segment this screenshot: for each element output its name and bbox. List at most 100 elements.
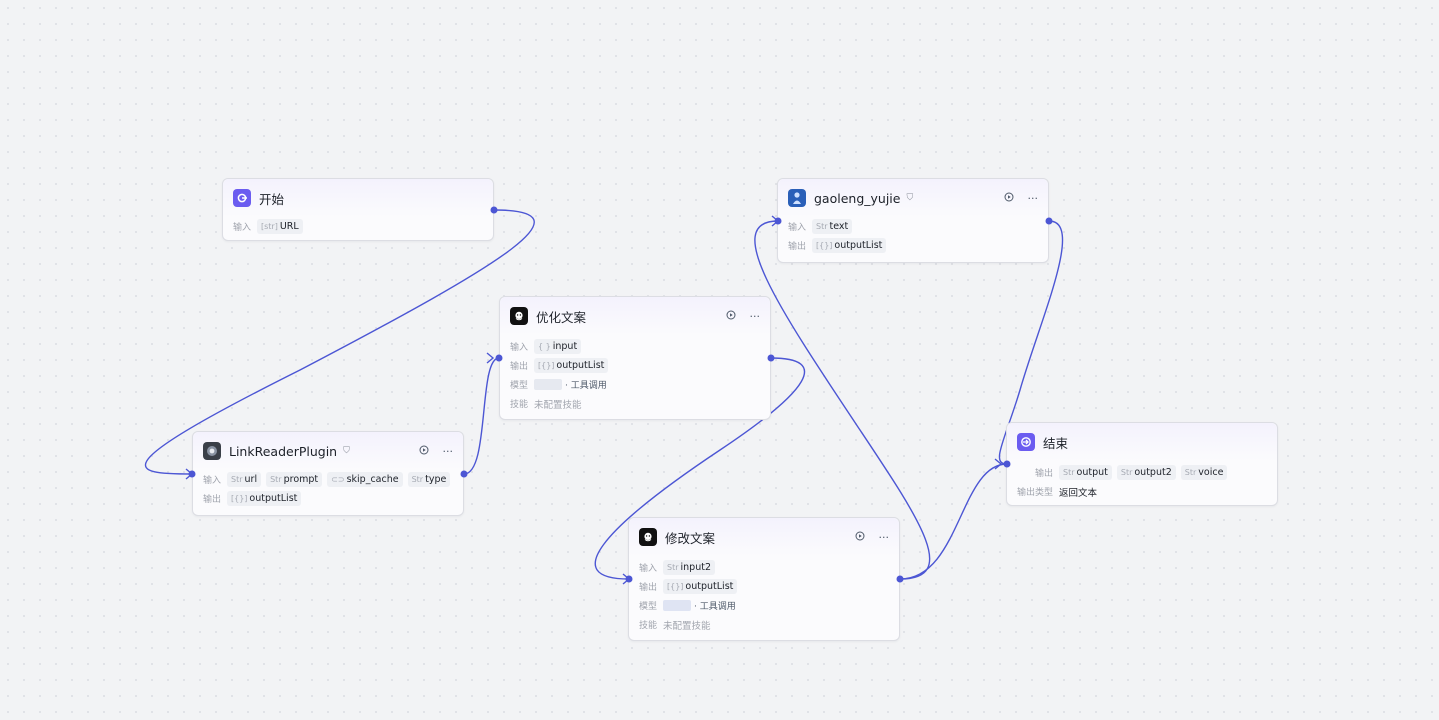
outputs-label: 输出 [1035,469,1054,479]
node-end-header[interactable]: 结束 [1007,423,1277,461]
outputs-label: 输出 [788,242,807,252]
node-gaoleng-title: gaoleng_yujie [814,190,901,206]
param-name: URL [279,221,299,232]
port-start-out[interactable] [490,206,498,214]
link-reader-plugin-icon [203,442,221,460]
node-end-title: 结束 [1043,435,1069,451]
more-icon[interactable]: ··· [749,309,761,323]
port-end-in[interactable] [1003,460,1011,468]
output-tag-outputlist: [{}]outputList [663,579,738,594]
type-label: [str] [261,222,278,231]
skills-value: 未配置技能 [663,620,711,632]
output-tag-outputlist: [{}]outputList [534,358,609,373]
end-icon [1017,433,1035,451]
type-label: [{}] [538,361,555,370]
node-modify-header[interactable]: 修改文案 ··· [629,518,899,556]
tts-plugin-icon [788,189,806,207]
type-label: { } [538,342,551,351]
type-label: [{}] [667,582,684,591]
edge-modify-to-end[interactable] [899,463,1008,580]
input-tag-url: [str] URL [257,219,303,234]
port-link-reader-in[interactable] [188,470,196,478]
llm-icon [639,528,657,546]
model-mode: · 工具调用 [694,602,736,612]
input-tag-input: { }input [534,339,582,354]
inputs-label: 输入 [203,476,222,486]
param-name: output2 [1134,467,1172,478]
run-icon[interactable] [726,310,736,322]
param-name: voice [1198,467,1224,478]
type-label: Str [816,222,828,231]
node-link-reader-header[interactable]: LinkReaderPlugin ⛉ ··· [193,432,463,470]
param-name: text [829,221,849,232]
inputs-label: 输入 [233,223,252,233]
param-name: outputList [685,581,734,592]
node-start-header[interactable]: 开始 [223,179,493,217]
param-name: outputList [556,360,605,371]
outputs-label: 输出 [510,362,529,372]
plugin-badge-icon: ⛉ [906,193,914,203]
port-link-reader-out[interactable] [460,470,468,478]
type-label: Str [270,475,282,484]
port-gaoleng-out[interactable] [1045,217,1053,225]
arrow-head-optimize [486,352,495,364]
type-label: Str [667,563,679,572]
model-label: 模型 [639,602,658,612]
inputs-label: 输入 [510,343,529,353]
inputs-label: 输入 [639,564,658,574]
output-type-label: 输出类型 [1017,488,1054,498]
output-tag-outputlist: [{}]outputList [227,491,302,506]
param-name: type [425,474,447,485]
param-name: prompt [283,474,319,485]
skills-label: 技能 [639,621,658,631]
model-label: 模型 [510,381,529,391]
outputs-label: 输出 [639,583,658,593]
run-icon[interactable] [1004,192,1014,204]
more-icon[interactable]: ··· [878,530,890,544]
more-icon[interactable]: ··· [442,444,454,458]
type-label: [{}] [231,494,248,503]
node-start-title: 开始 [259,191,285,207]
skills-value: 未配置技能 [534,399,582,411]
run-icon[interactable] [855,531,865,543]
node-optimize[interactable]: 优化文案 ··· 输入 { }input 输出 [{}]outputList 模… [499,296,771,420]
inputs-label: 输入 [788,223,807,233]
outputs-label: 输出 [203,495,222,505]
port-modify-in[interactable] [625,575,633,583]
node-link-reader-title: LinkReaderPlugin [229,443,338,459]
run-icon[interactable] [419,445,429,457]
output-type-value: 返回文本 [1059,487,1098,499]
port-optimize-out[interactable] [767,354,775,362]
type-label: Str [1120,468,1133,477]
type-label: Str [231,475,243,484]
node-optimize-header[interactable]: 优化文案 ··· [500,297,770,335]
port-modify-out[interactable] [896,575,904,583]
node-gaoleng-header[interactable]: gaoleng_yujie ⛉ ··· [778,179,1048,217]
param-name: skip_cache [346,474,399,485]
type-label: Str [1063,468,1075,477]
param-name: outputList [249,493,298,504]
toggle-type-icon: ⊂⊃ [331,475,345,484]
param-name: input [552,341,578,352]
port-optimize-in[interactable] [495,354,503,362]
node-optimize-title: 优化文案 [536,309,587,325]
node-start[interactable]: 开始 输入 [str] URL [222,178,494,241]
llm-icon [510,307,528,325]
port-gaoleng-in[interactable] [774,217,782,225]
edge-linkreader-to-optimize[interactable] [463,357,500,475]
type-label: Str [411,475,424,484]
param-name: outputList [834,240,883,251]
more-icon[interactable]: ··· [1027,191,1039,205]
skills-label: 技能 [510,400,529,410]
node-modify-title: 修改文案 [665,530,716,546]
type-label: Str [1184,468,1197,477]
